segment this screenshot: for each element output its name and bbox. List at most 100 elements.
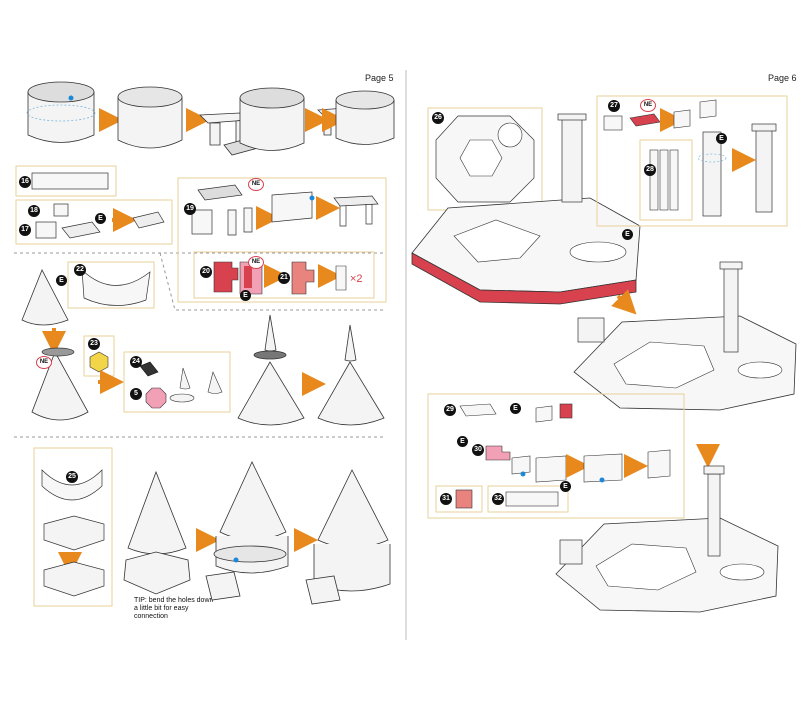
step-31-frame <box>435 485 483 513</box>
round-cutout <box>497 122 523 148</box>
tower-with-drum <box>205 461 289 601</box>
step-badge-27: 27 <box>608 100 620 112</box>
step-19-back-panel <box>271 191 313 223</box>
dark-finial-part <box>139 361 159 377</box>
mark-ne: NE <box>640 99 656 112</box>
base-with-column <box>573 261 797 411</box>
salmon-square-part <box>455 489 473 509</box>
step-19-frame <box>177 177 387 303</box>
step-badge-26: 26 <box>432 112 444 124</box>
mark-e: E <box>716 133 727 144</box>
octagon-drum-lower <box>43 561 105 597</box>
yellow-hexagon-part <box>89 351 109 373</box>
step-29-part <box>459 403 497 417</box>
step-30-pink-part <box>485 445 511 461</box>
mark-e: E <box>510 403 521 414</box>
mark-e: E <box>457 436 468 447</box>
step-badge-18: 18 <box>28 205 40 217</box>
section-divider <box>159 252 385 311</box>
step-badge-29: 29 <box>444 404 456 416</box>
step-badge-20: 20 <box>200 266 212 278</box>
small-tab-part <box>53 203 69 217</box>
step-19-flat-part <box>191 209 213 235</box>
step-17-18-frame <box>15 199 173 245</box>
blue-dot <box>309 195 315 201</box>
cone-cap <box>41 347 75 357</box>
step-badge-24: 24 <box>130 356 142 368</box>
step-22-frame <box>67 261 155 309</box>
step-arrow <box>611 289 637 315</box>
step-badge-22: 22 <box>74 264 86 276</box>
step-32-frame <box>487 485 569 513</box>
spire-small <box>179 367 191 390</box>
step-badge-19: 19 <box>184 203 196 215</box>
step-badge-28: 28 <box>644 164 656 176</box>
step-24-frame <box>123 351 231 413</box>
ring-part <box>169 393 195 403</box>
step-27-28-frame <box>596 95 788 227</box>
step-19-folded-part <box>197 184 243 201</box>
spire-assembled <box>207 371 223 394</box>
step-badge-21: 21 <box>278 272 290 284</box>
roof-assembly-1 <box>237 314 305 426</box>
cylinder-part-4 <box>335 90 395 145</box>
mark-ne: NE <box>248 256 264 269</box>
folded-bracket-part <box>335 265 347 291</box>
flat-strip-part <box>31 172 109 190</box>
mark-e: E <box>622 229 633 240</box>
mark-ne: NE <box>36 356 52 369</box>
step-badge-5: 5 <box>130 388 142 400</box>
arched-strip-part <box>41 469 103 501</box>
cone-flat-pattern <box>81 269 151 306</box>
octagon-drum-upper <box>43 515 105 551</box>
page-label-right: Page 6 <box>768 73 797 83</box>
cylinder-part-1 <box>26 81 96 143</box>
roof-assembly-2 <box>317 324 385 426</box>
column-strips <box>649 149 679 211</box>
page-label-left: Page 5 <box>365 73 394 83</box>
final-base-assembly <box>555 465 779 613</box>
red-part <box>213 261 239 293</box>
step-23-frame <box>83 335 115 377</box>
step-badge-30: 30 <box>472 444 484 456</box>
cone-part-22 <box>21 269 69 326</box>
step-30-box-c <box>583 453 623 483</box>
step-29-32-frame <box>427 393 685 519</box>
mark-ne: NE <box>248 178 264 191</box>
mark-e: E <box>560 481 571 492</box>
mark-e: E <box>95 213 106 224</box>
step-27-red-strip <box>629 113 661 127</box>
step-30-box-b <box>535 455 567 483</box>
step-30-box-d <box>647 449 671 479</box>
small-box-part <box>35 221 57 239</box>
step-badge-23: 23 <box>88 338 100 350</box>
quantity-mark: ×2 <box>350 273 363 285</box>
finished-step-part <box>132 211 165 229</box>
tower-completed <box>305 469 391 605</box>
step-19-leg-left <box>227 209 237 236</box>
blue-dot <box>599 477 605 483</box>
step-16-frame <box>15 165 117 197</box>
mark-e: E <box>240 290 251 301</box>
assembled-step-part <box>61 221 101 239</box>
step-29-box <box>535 405 553 423</box>
column-finished <box>751 123 777 213</box>
step-32-strip <box>505 491 559 507</box>
pink-octagon-part <box>145 387 167 409</box>
step-badge-16: 16 <box>19 176 31 188</box>
step-badge-17: 17 <box>19 224 31 236</box>
red-strip <box>244 266 252 288</box>
step-19-seat-legs <box>339 204 373 227</box>
step-29-red-clip <box>559 403 573 419</box>
step-27-small-box <box>603 115 623 131</box>
step-badge-32: 32 <box>492 493 504 505</box>
column-part <box>557 113 587 203</box>
base-platform <box>411 197 641 305</box>
step-badge-31: 31 <box>440 493 452 505</box>
column-assembly <box>697 131 727 217</box>
step-19-leg-right <box>243 207 253 233</box>
mark-e: E <box>56 275 67 286</box>
tip-note: TIP: bend the holes down a little bit fo… <box>134 597 214 620</box>
hexagon-cutout <box>459 139 503 177</box>
